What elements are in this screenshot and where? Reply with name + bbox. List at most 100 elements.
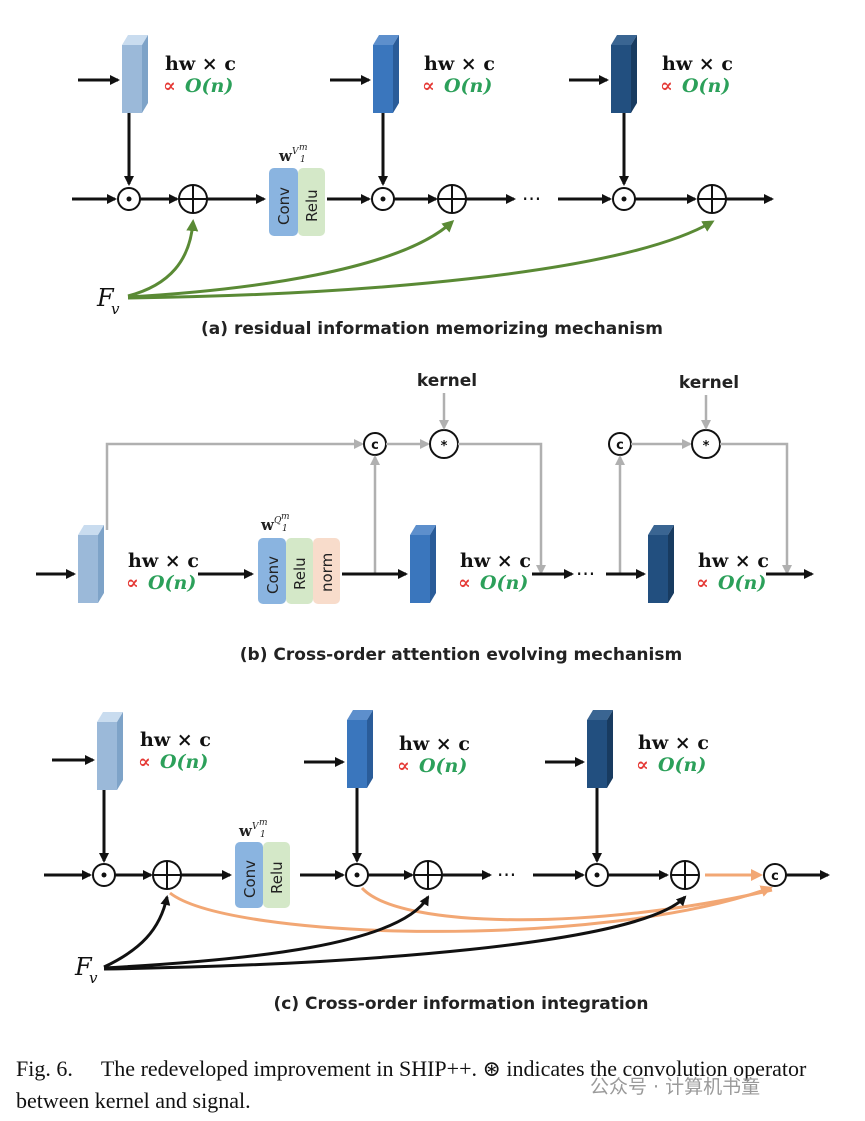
proportional-symbol: ∝ — [397, 755, 410, 777]
figure-caption: Fig. 6.The redeveloped improvement in SH… — [16, 1053, 856, 1117]
block-size-label: hw × c — [662, 53, 733, 75]
watermark: 公众号 · 计算机书童 — [590, 1076, 761, 1098]
weight-subscript: 1 — [260, 830, 266, 840]
sum-node — [152, 860, 182, 890]
residual-arrow — [103, 895, 430, 970]
fv-label: F — [74, 953, 93, 981]
norm-box — [313, 538, 340, 604]
proportional-symbol: ∝ — [163, 75, 176, 97]
fv-subscript: v — [111, 300, 120, 318]
complexity-label: O(n) — [682, 75, 730, 97]
proportional-symbol: ∝ — [422, 75, 435, 97]
relu-label: Relu — [303, 189, 321, 222]
skip-connection — [105, 439, 364, 530]
ellipsis: ··· — [576, 562, 595, 586]
residual-arrow — [103, 895, 171, 969]
proportional-symbol: ∝ — [660, 75, 673, 97]
relu-label: Relu — [291, 557, 309, 590]
figure-caption-text: The redeveloped improvement in SHIP++. ⊛… — [16, 1056, 807, 1113]
complexity-label: O(n) — [444, 75, 492, 97]
block-size-label: hw × c — [638, 732, 709, 754]
weight-label: w — [278, 147, 293, 165]
residual-arrow — [127, 219, 199, 298]
complexity-label: O(n) — [480, 572, 528, 594]
svg-text:*: * — [703, 439, 710, 454]
feature-block-c2 — [347, 710, 373, 788]
ellipsis: ··· — [522, 187, 541, 211]
svg-text:*: * — [441, 439, 448, 454]
conv-label: Conv — [264, 556, 282, 594]
panel-a: hw × c ∝ O(n) hw × c ∝ O(n) hw × c ∝ O(n… — [72, 35, 774, 339]
weight-superscript-m: m — [281, 512, 290, 522]
conv-box — [269, 168, 298, 236]
panel-c-caption: (c) Cross-order information integration — [273, 994, 648, 1014]
residual-arrow — [127, 220, 715, 300]
proportional-symbol: ∝ — [696, 572, 709, 594]
fv-label: F — [96, 284, 115, 312]
sum-node — [413, 860, 443, 890]
weight-superscript-m: m — [299, 143, 308, 153]
norm-label: norm — [318, 553, 336, 592]
block-size-label: hw × c — [460, 550, 531, 572]
feature-block-a3 — [611, 35, 637, 113]
feature-block-c3 — [587, 710, 613, 788]
panel-b-caption: (b) Cross-order attention evolving mecha… — [240, 645, 682, 665]
svg-text:c: c — [771, 869, 779, 884]
sum-node — [670, 860, 700, 890]
conv-box — [258, 538, 286, 604]
panel-a-caption: (a) residual information memorizing mech… — [201, 319, 663, 339]
complexity-label: O(n) — [658, 754, 706, 776]
relu-box — [263, 842, 290, 908]
residual-arrow — [103, 895, 687, 971]
weight-label: w — [260, 516, 275, 534]
feature-block-a2 — [373, 35, 399, 113]
kernel-label: kernel — [679, 373, 739, 393]
complexity-label: O(n) — [160, 751, 208, 773]
attention-arrow — [720, 442, 792, 575]
conv-label: Conv — [241, 860, 259, 898]
weight-superscript-m: m — [259, 818, 268, 828]
relu-box — [286, 538, 313, 604]
residual-arrow — [127, 219, 455, 299]
feature-block-a1 — [122, 35, 148, 113]
relu-box — [298, 168, 325, 236]
conv-label: Conv — [275, 187, 293, 225]
proportional-symbol: ∝ — [126, 572, 139, 594]
complexity-label: O(n) — [148, 572, 196, 594]
feature-block-c1 — [97, 712, 123, 790]
svg-text:c: c — [371, 438, 379, 453]
sum-node — [697, 184, 727, 214]
block-size-label: hw × c — [140, 729, 211, 751]
feature-block-b1 — [78, 525, 104, 603]
fv-subscript: v — [89, 969, 98, 987]
proportional-symbol: ∝ — [458, 572, 471, 594]
relu-label: Relu — [268, 861, 286, 894]
feature-block-b3 — [648, 525, 674, 603]
block-size-label: hw × c — [424, 53, 495, 75]
block-size-label: hw × c — [128, 550, 199, 572]
complexity-label: O(n) — [718, 572, 766, 594]
kernel-label: kernel — [417, 371, 477, 391]
block-size-label: hw × c — [698, 550, 769, 572]
attention-arrow — [458, 442, 546, 575]
sum-node — [178, 184, 208, 214]
weight-superscript: V — [292, 147, 300, 157]
feature-block-b2 — [410, 525, 436, 603]
weight-superscript: V — [252, 822, 260, 832]
svg-text:c: c — [616, 438, 624, 453]
block-size-label: hw × c — [399, 733, 470, 755]
complexity-label: O(n) — [419, 755, 467, 777]
integration-arrow — [360, 886, 773, 922]
sum-node — [437, 184, 467, 214]
weight-label: w — [238, 822, 253, 840]
integration-arrow — [169, 885, 773, 933]
ellipsis: ··· — [497, 863, 516, 887]
proportional-symbol: ∝ — [636, 754, 649, 776]
block-size-label: hw × c — [165, 53, 236, 75]
weight-superscript: Q — [274, 516, 282, 526]
proportional-symbol: ∝ — [138, 751, 151, 773]
panel-c: hw × c ∝ O(n) hw × c ∝ O(n) hw × c ∝ O(n… — [44, 710, 830, 1014]
complexity-label: O(n) — [185, 75, 233, 97]
weight-subscript: 1 — [282, 524, 288, 534]
figure-number: Fig. 6. — [16, 1056, 73, 1081]
